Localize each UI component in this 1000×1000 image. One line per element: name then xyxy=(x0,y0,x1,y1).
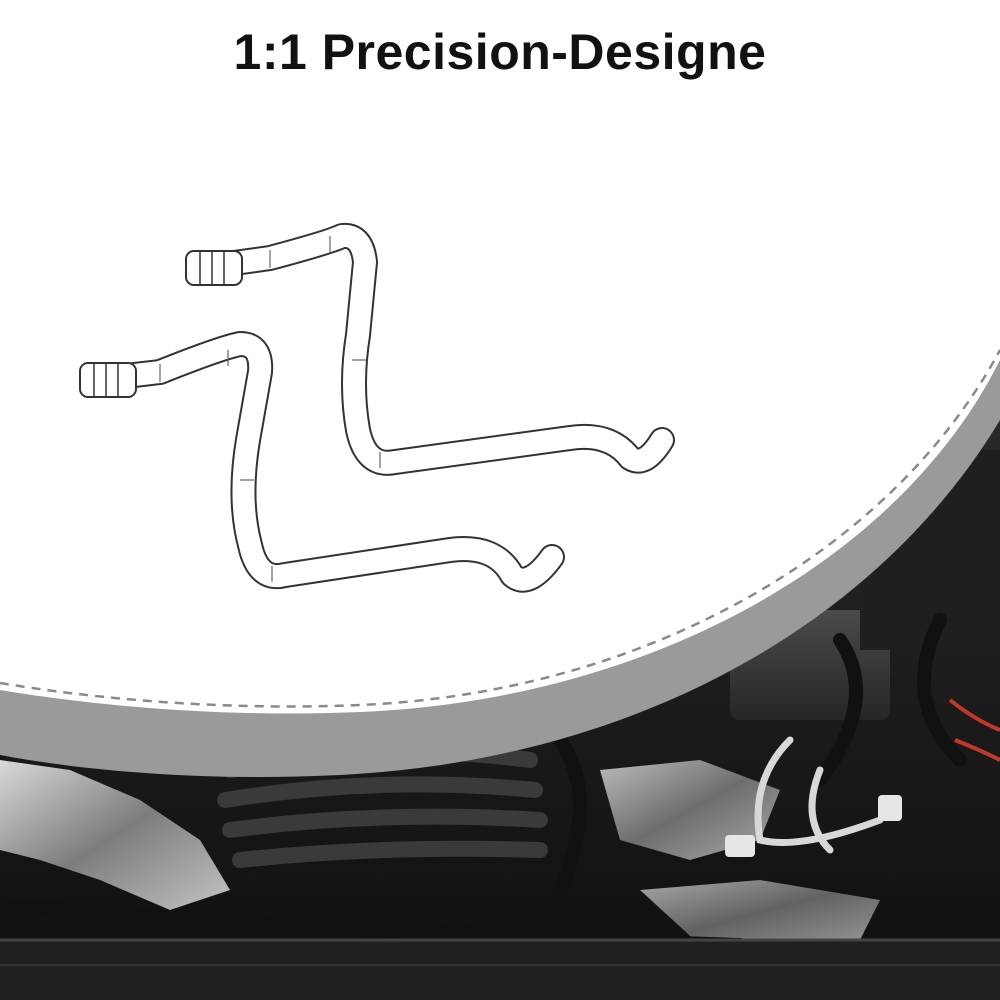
headline: 1:1 Precision-Designe xyxy=(233,24,767,80)
hose-upper-fitting xyxy=(185,250,243,286)
dashed-seam xyxy=(0,349,1000,708)
hose-upper xyxy=(185,222,675,476)
hose-lower xyxy=(79,331,565,593)
heat-shield-left xyxy=(0,760,230,910)
ac-lines xyxy=(754,736,884,854)
hose-lower-fitting xyxy=(79,362,137,398)
